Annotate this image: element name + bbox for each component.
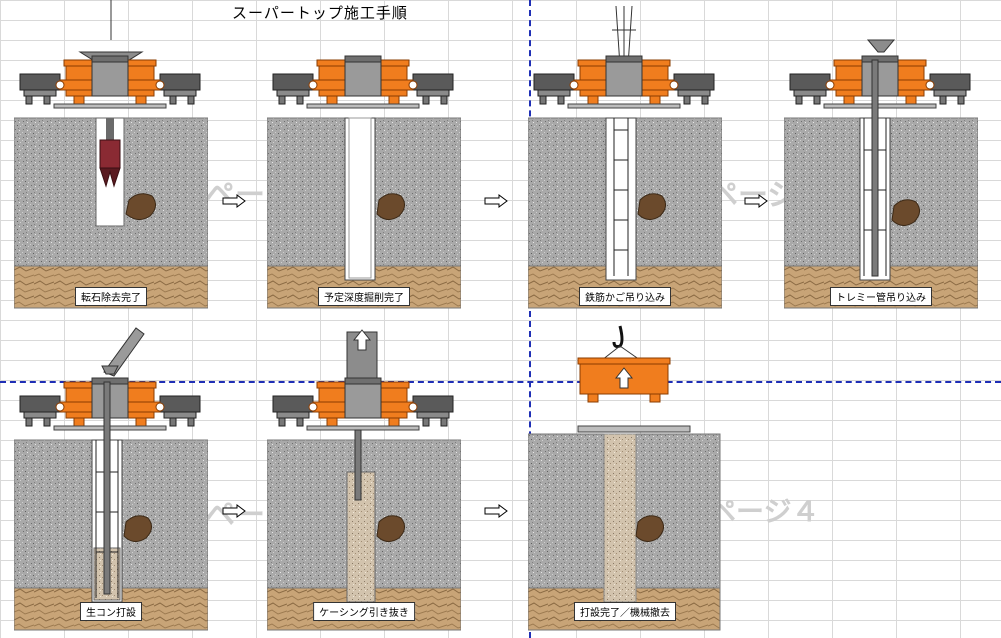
arrow-icon <box>222 194 246 208</box>
page-watermark-fragment-2: ページ <box>708 178 798 213</box>
page-watermark-fragment-1: ペー <box>205 178 265 213</box>
page-watermark-page4: ページ４ <box>708 495 820 528</box>
step-panel-2: 予定深度掘削完了 <box>267 0 461 316</box>
page-title: スーパートップ施工手順 <box>232 4 408 22</box>
step-panel-6: ケーシング引き抜き <box>267 322 461 638</box>
step-panel-1: 転石除去完了 <box>14 0 208 316</box>
step-panel-5: 生コン打設 <box>14 322 208 638</box>
step-illustration-6 <box>267 329 461 631</box>
step-illustration-1 <box>14 0 208 309</box>
step-panel-3: 鉄筋かご吊り込み <box>528 0 722 316</box>
step-illustration-2 <box>267 55 461 309</box>
step-label-2: 予定深度掘削完了 <box>318 287 410 306</box>
step-label-7: 打設完了／機械撤去 <box>574 602 676 621</box>
step-label-1: 転石除去完了 <box>75 287 147 306</box>
step-illustration-3 <box>528 5 722 309</box>
step-illustration-5 <box>14 327 208 631</box>
arrow-icon <box>484 194 508 208</box>
step-label-5: 生コン打設 <box>80 602 142 621</box>
step-illustration-4 <box>784 39 978 309</box>
arrow-icon <box>744 194 768 208</box>
page-break-vertical <box>529 0 531 638</box>
arrow-icon <box>222 504 246 518</box>
step-illustration-7 <box>528 325 721 631</box>
step-label-4: トレミー管吊り込み <box>830 287 932 306</box>
step-panel-4: トレミー管吊り込み <box>784 0 978 316</box>
step-label-3: 鉄筋かご吊り込み <box>579 287 671 306</box>
arrow-icon <box>484 504 508 518</box>
step-label-6: ケーシング引き抜き <box>313 602 415 621</box>
page-break-horizontal <box>0 381 1001 383</box>
page-watermark-fragment-3: ペー <box>205 498 265 533</box>
step-panel-7: 打設完了／機械撤去 <box>528 322 722 638</box>
